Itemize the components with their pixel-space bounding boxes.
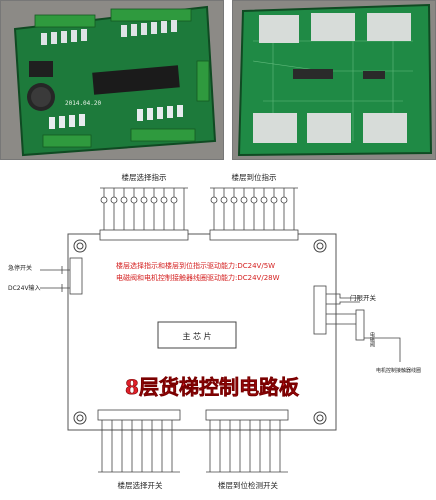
top-left-indicator-group (99, 187, 189, 241)
bottom-right-group-label: 楼层到位检测开关 (218, 480, 278, 490)
spec-line-1: 楼层选择指示和楼层到位指示驱动能力:DC24V/5W (116, 261, 275, 270)
solenoid-label: 电磁阀 (369, 331, 375, 348)
chip-label: 主 芯 片 (182, 331, 211, 341)
bottom-left-switch-group (97, 409, 181, 473)
pcb-photo-top: 2014.04.20 (0, 0, 224, 160)
top-left-group-label: 楼层选择指示 (122, 172, 167, 182)
e-stop-label: 急停开关 (8, 264, 32, 272)
board-title: 8层货梯控制电路板 (125, 375, 300, 399)
right-connector (313, 285, 401, 362)
spec-line-2: 电磁阀和电机控制接触器线圈驱动能力:DC24V/28W (116, 273, 280, 282)
board-outline (67, 233, 337, 431)
pcb-date-text: 2014.04.20 (65, 100, 102, 107)
left-connector (40, 257, 83, 295)
dc-input-label: DC24V输入 (8, 284, 41, 292)
top-right-indicator-group (209, 187, 299, 241)
pcb-photo-bottom (232, 0, 436, 160)
wiring-diagram: 楼层选择指示 楼层到位指示 急停开关 DC24V输入 楼层选择指示和楼层到位指示… (8, 172, 421, 490)
limit-switch-label: 门限开关 (350, 293, 377, 302)
bottom-right-switch-group (205, 409, 289, 473)
bottom-left-group-label: 楼层选择开关 (118, 480, 163, 490)
top-right-group-label: 楼层到位指示 (232, 172, 277, 182)
main-chip (157, 321, 237, 349)
contactor-label: 电机控制接触器线圈 (376, 367, 421, 374)
